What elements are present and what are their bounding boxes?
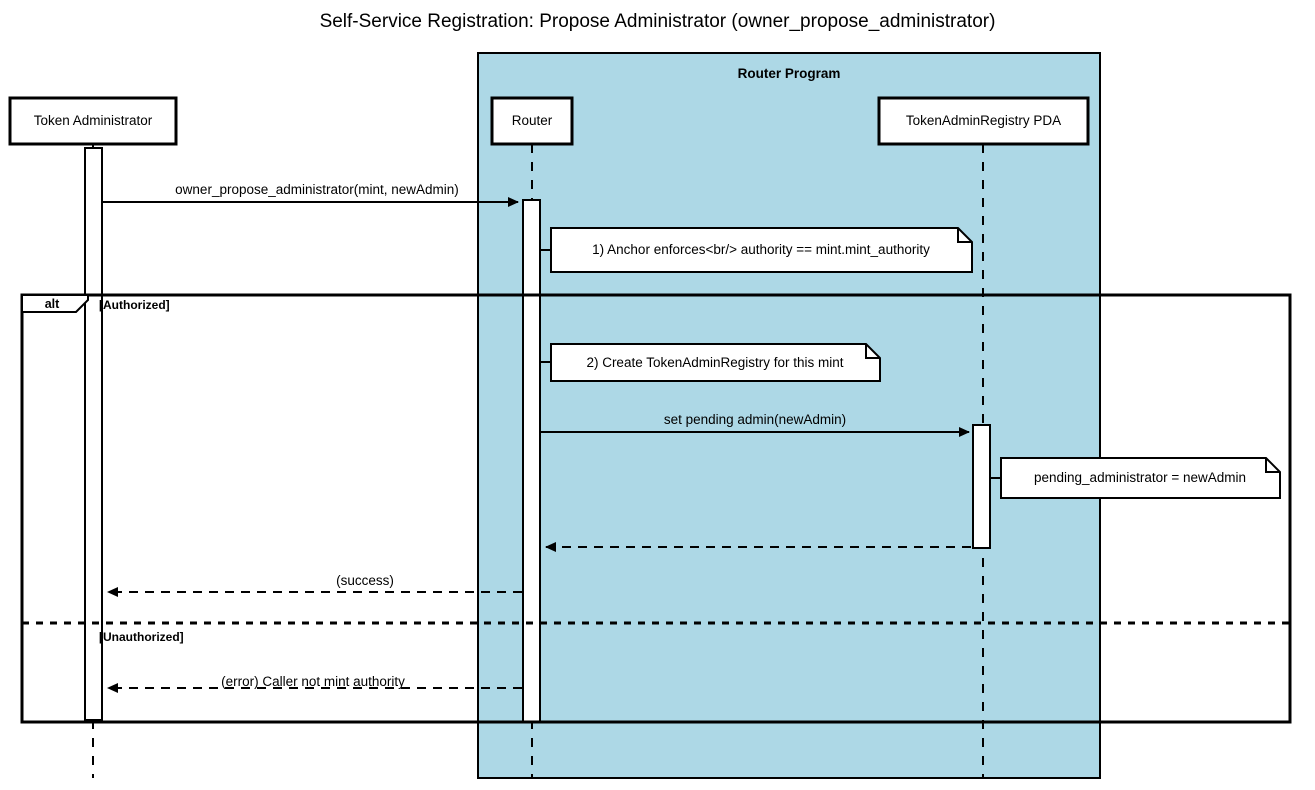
group-box-router-program	[477, 52, 1101, 779]
note-body-anchor-enforces	[550, 227, 973, 273]
participant-box-token-administrator	[8, 96, 178, 146]
participant-box-router	[490, 96, 574, 146]
message-label-error: (error) Caller not mint authority	[221, 674, 405, 689]
note-text-create-registry: 2) Create TokenAdminRegistry for this mi…	[586, 355, 844, 370]
activation-token-admin-registry-pda	[972, 424, 991, 549]
message-label-propose: owner_propose_administrator(mint, newAdm…	[175, 182, 459, 197]
fragment-guard-unauthorized: [Unauthorized]	[99, 630, 184, 644]
fragment-operator-label: alt	[44, 297, 60, 311]
note-fold-create-registry	[865, 344, 880, 359]
fragment-frame-alt	[20, 293, 1292, 724]
note-fold-pending-administrator	[1265, 458, 1280, 473]
note-text-anchor-enforces: 1) Anchor enforces<br/> authority == min…	[592, 242, 930, 257]
participant-label-token-admin-registry-pda[interactable]: TokenAdminRegistry PDA	[905, 113, 1062, 128]
page-title: Self-Service Registration: Propose Admin…	[319, 11, 996, 32]
note-body-pending-administrator	[1000, 457, 1281, 499]
note-body-create-registry	[550, 343, 881, 382]
participant-label-router[interactable]: Router	[511, 113, 553, 128]
fragment-guard-authorized: [Authorized]	[99, 298, 170, 312]
activation-router	[522, 199, 541, 723]
participant-box-token-admin-registry-pda	[877, 96, 1090, 146]
group-box-label: Router Program	[737, 66, 841, 81]
message-label-set-pending-admin: set pending admin(newAdmin)	[663, 412, 847, 427]
note-text-pending-administrator: pending_administrator = newAdmin	[1034, 470, 1246, 485]
message-label-success: (success)	[336, 573, 394, 588]
participant-label-token-administrator[interactable]: Token Administrator	[33, 113, 153, 128]
note-fold-anchor-enforces	[957, 228, 972, 243]
activation-token-administrator	[84, 147, 103, 721]
fragment-operator-tab	[21, 294, 89, 313]
